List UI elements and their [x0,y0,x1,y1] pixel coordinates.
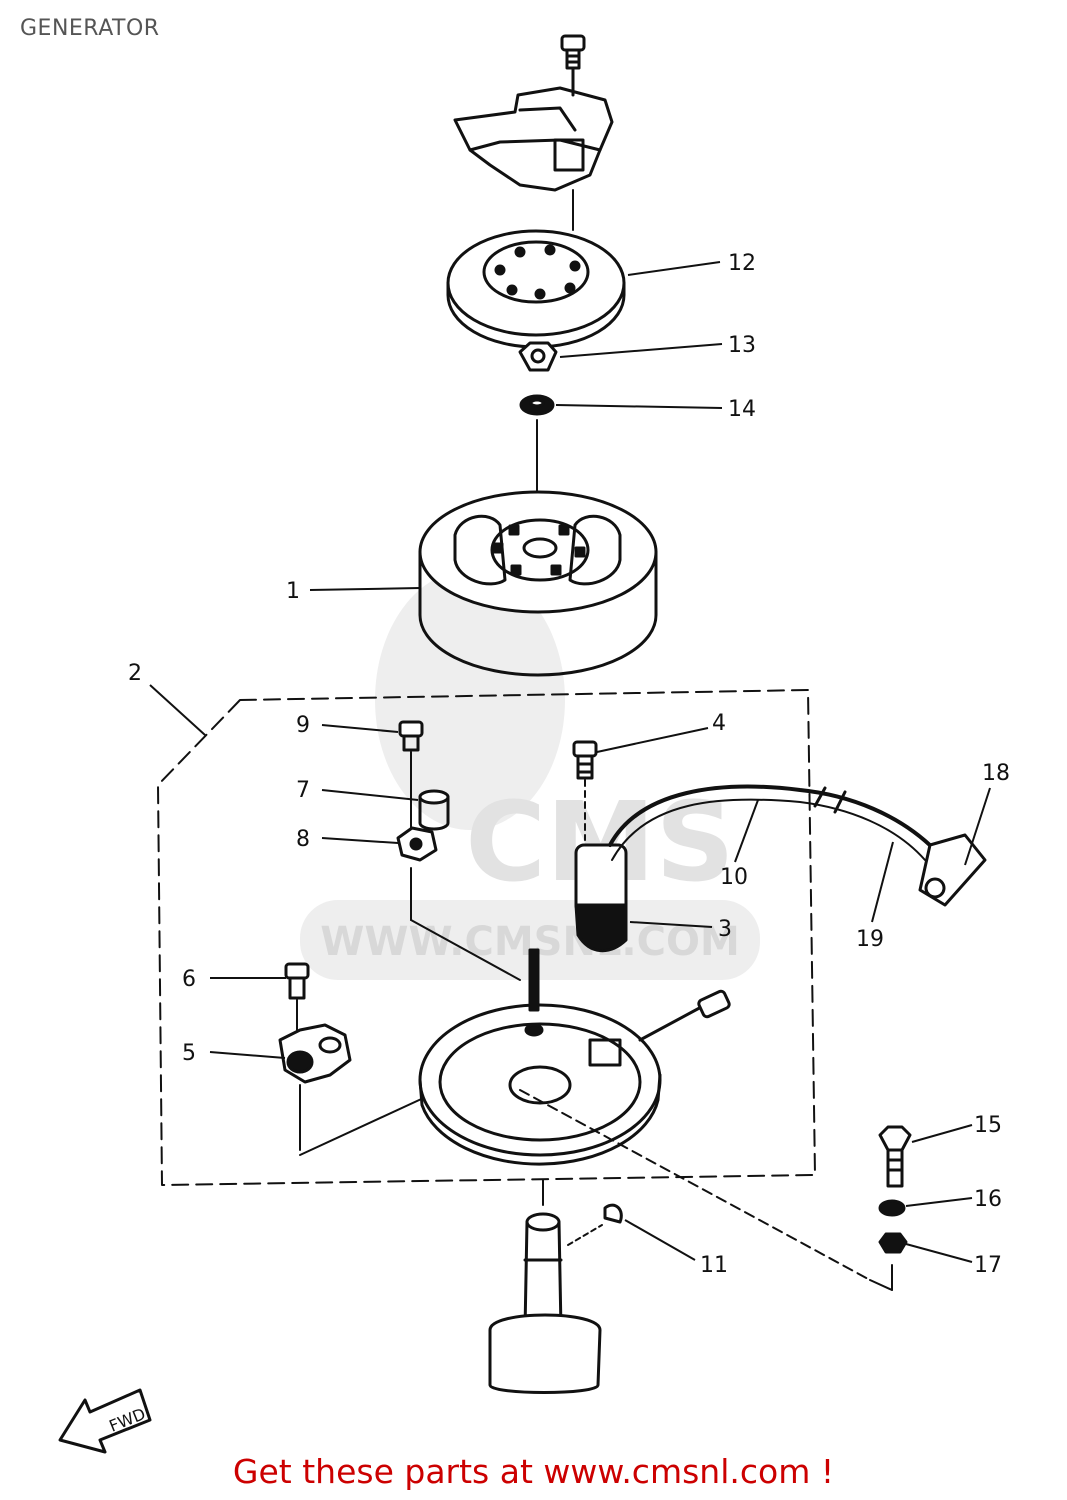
screw-icon [560,34,586,70]
callout-15: 15 [974,1113,1002,1138]
callout-14: 14 [728,397,756,422]
rotor-part-12 [446,229,626,349]
ignition-coil-part-3 [574,843,628,953]
assembly-boundary-2 [157,689,816,1186]
callout-16: 16 [974,1187,1002,1212]
callout-8: 8 [296,827,310,852]
callout-1: 1 [286,579,300,604]
callout-9: 9 [296,713,310,738]
callout-2: 2 [128,661,142,686]
callout-12: 12 [728,251,756,276]
clamp-part-8 [396,826,438,862]
callout-11: 11 [700,1253,728,1278]
plug-cord-part-10 [608,784,937,861]
callout-18: 18 [982,761,1010,786]
callout-10: 10 [720,865,748,890]
callout-13: 13 [728,333,756,358]
callout-17: 17 [974,1253,1002,1278]
nut-part-13 [518,341,558,372]
cylinder-part-7 [418,789,450,831]
washer-part-14 [519,394,555,416]
pulser-coil-part-5 [278,1023,352,1084]
stator-base-plate [418,948,731,1166]
callout-6: 6 [182,967,196,992]
forward-arrow-icon [58,1388,152,1454]
callout-3: 3 [718,917,732,942]
page-title: GENERATOR [20,16,160,41]
callout-19: 19 [856,927,884,952]
screw-part-9 [398,720,424,752]
callout-labels: 1 2 3 4 5 6 7 8 9 10 11 12 13 14 15 16 1… [128,251,1010,1278]
screw-part-6 [284,962,310,1000]
callout-5: 5 [182,1041,196,1066]
plug-cap-part-18 [918,833,987,907]
footer-shop-link[interactable]: Get these parts at www.cmsnl.com ! [232,1452,835,1491]
watermark: CMS WWW.CMSNL.COM [300,570,760,980]
crankshaft [488,1212,602,1394]
flywheel-part-1 [418,490,658,677]
nut-part-17 [878,1232,908,1254]
callout-7: 7 [296,778,310,803]
bolt-part-15 [878,1125,912,1188]
pulley-plate-icon [453,86,614,192]
washer-part-16 [878,1199,906,1217]
callout-4: 4 [712,711,726,736]
woodruff-key-part-11 [603,1203,623,1224]
screw-part-4 [572,740,598,780]
